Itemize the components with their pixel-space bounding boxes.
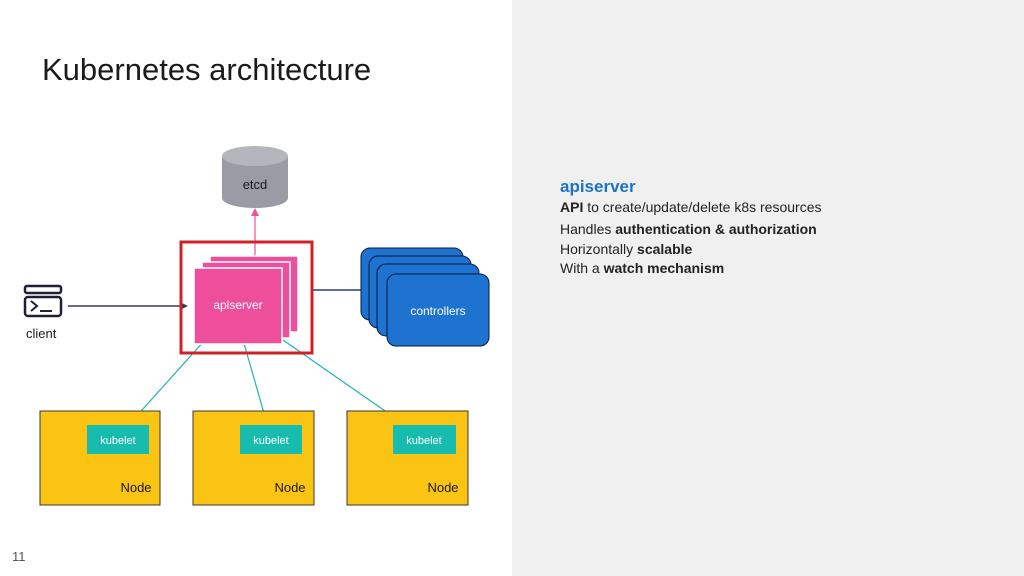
apiserver-stack: apiserver: [193, 255, 299, 345]
info-line-4-bold: watch mechanism: [603, 260, 725, 276]
info-line-1: API to create/update/delete k8s resource…: [560, 199, 822, 215]
right-panel: [512, 0, 1024, 576]
controllers-label: controllers: [410, 304, 465, 318]
node-3: kubelet Node: [346, 410, 469, 506]
kubelet-2-label: kubelet: [253, 435, 288, 447]
page-number: 11: [12, 549, 26, 564]
etcd-database: etcd: [222, 146, 288, 208]
node-1-label: Node: [120, 480, 151, 495]
node-3-label: Node: [427, 480, 458, 495]
info-line-1-after: to create/update/delete k8s resources: [583, 199, 822, 215]
etcd-label: etcd: [243, 177, 268, 192]
info-line-2-bold: authentication & authorization: [615, 221, 817, 237]
architecture-diagram: etcd apiserver controllers client kubele…: [23, 146, 490, 506]
apiserver-highlight-box: [179, 240, 314, 355]
kubelet-3-label: kubelet: [406, 435, 441, 447]
controllers-replica-1: [386, 273, 490, 347]
slide-title: Kubernetes architecture: [42, 52, 372, 87]
node-1: kubelet Node: [39, 410, 161, 506]
node-2: kubelet Node: [192, 410, 315, 506]
kubelet-1-label: kubelet: [100, 435, 135, 447]
terminal-icon: [23, 284, 63, 318]
info-line-3-before: Horizontally: [560, 241, 638, 257]
kubelet-1: [87, 425, 149, 454]
info-heading: apiserver: [560, 177, 636, 196]
kubelet-3: [393, 425, 456, 454]
node-2-label: Node: [274, 480, 305, 495]
kubelet-2: [240, 425, 302, 454]
controllers-stack: controllers: [360, 247, 490, 347]
info-line-3: Horizontally scalable: [560, 241, 692, 257]
apiserver-replica-1: [193, 267, 283, 345]
apiserver-label: apiserver: [213, 298, 262, 312]
info-line-4: With a watch mechanism: [560, 260, 724, 276]
info-line-4-before: With a: [560, 260, 604, 276]
info-line-3-bold: scalable: [637, 241, 693, 257]
client-label: client: [26, 326, 57, 341]
info-line-2-before: Handles: [560, 221, 616, 237]
etcd-arrow-head: [251, 208, 259, 216]
info-line-1-bold: API: [560, 199, 584, 215]
info-line-2: Handles authentication & authorization: [560, 221, 817, 237]
